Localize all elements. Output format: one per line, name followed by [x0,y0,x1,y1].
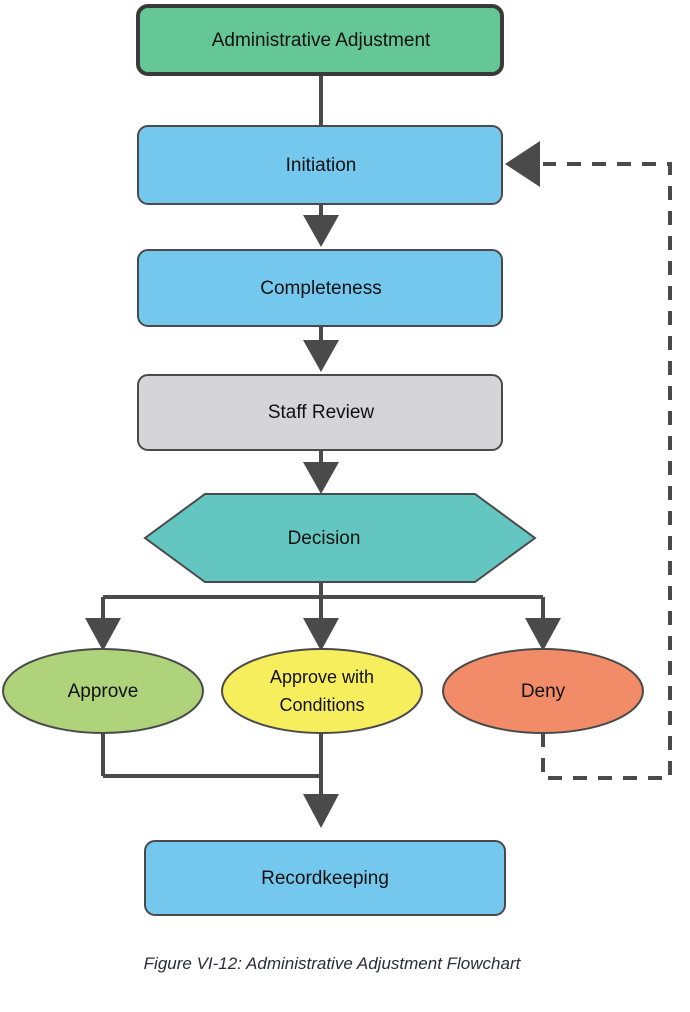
node-staff-review[interactable]: Staff Review [137,374,503,451]
edge-approve-to-recordkeeping [101,733,321,778]
deny-label: Deny [521,681,566,702]
initiation-label: Initiation [286,155,357,176]
approve-shape [2,648,204,734]
staff-review-shape [137,374,503,451]
edge-completeness-to-staffreview [303,326,339,372]
edge-decision-to-approve [85,618,121,651]
decision-shape [143,493,537,583]
approve-label: Approve [68,681,139,702]
edge-decision-to-deny [525,618,561,651]
initiation-shape [137,125,503,205]
staff-review-label: Staff Review [268,402,375,423]
edge-decision-to-approve-with-conditions [303,618,339,651]
recordkeeping-label: Recordkeeping [261,868,389,889]
figure-caption: Figure VI-12: Administrative Adjustment … [144,954,522,973]
recordkeeping-shape [144,840,506,916]
approve-with-conditions-shape [221,648,423,734]
edge-initiation-to-completeness [303,204,339,247]
edge-approve-with-conditions-to-recordkeeping [303,733,339,828]
edge-staffreview-to-decision [303,450,339,494]
node-approve[interactable]: Approve [2,648,204,734]
administrative-adjustment-shape [136,4,504,76]
node-recordkeeping[interactable]: Recordkeeping [144,840,506,916]
node-decision[interactable]: Decision [143,493,537,583]
edge-deny-to-initiation-feedback [505,141,672,780]
completeness-label: Completeness [260,278,381,299]
node-initiation[interactable]: Initiation [137,125,503,205]
node-administrative-adjustment[interactable]: Administrative Adjustment [136,4,504,76]
administrative-adjustment-label: Administrative Adjustment [212,30,431,51]
node-approve-with-conditions[interactable]: Approve with Conditions [221,648,423,734]
node-deny[interactable]: Deny [442,648,644,734]
approve-with-conditions-label-line2: Conditions [279,695,364,715]
deny-shape [442,648,644,734]
node-completeness[interactable]: Completeness [137,249,503,327]
decision-label: Decision [288,528,361,549]
approve-with-conditions-label-line1: Approve with [270,667,374,687]
completeness-shape [137,249,503,327]
